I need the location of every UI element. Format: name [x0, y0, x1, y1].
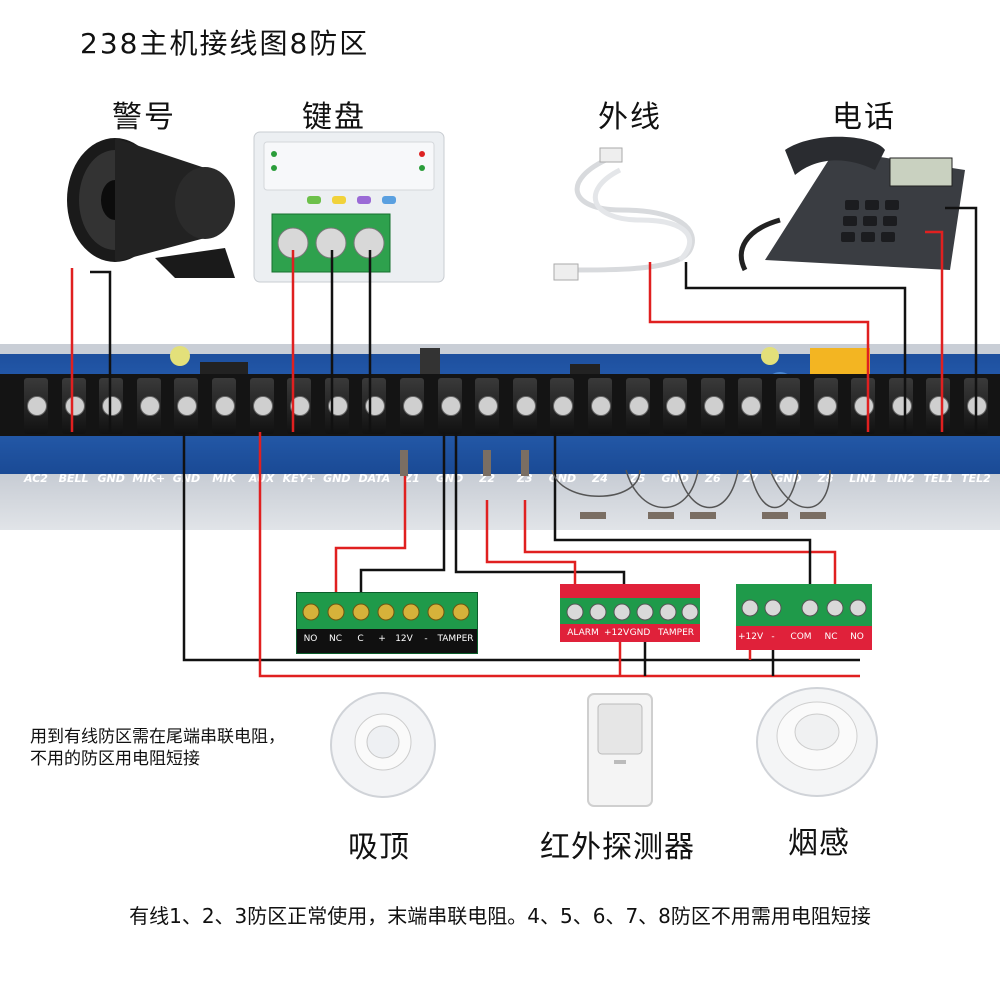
infrared-detector-label: 红外探测器: [540, 830, 695, 865]
terminal-label: Z7: [742, 472, 759, 485]
telephone-icon: [738, 136, 965, 272]
terminal-screw-gnd: [663, 378, 688, 434]
relay-terminal-labels: NO NC C +12V -TAMPER: [296, 632, 476, 652]
terminal-screw-z7: [738, 378, 763, 434]
terminal-screw-gnd: [776, 378, 800, 434]
block-terminal-label: +: [378, 634, 386, 644]
diagram-title: 238主机接线图8防区: [80, 27, 370, 60]
wiring-note: 用到有线防区需在尾端串联电阻，不用的防区用电阻短接: [30, 727, 285, 769]
terminal-label: KEY+: [282, 472, 316, 485]
block-terminal-label: 12V: [395, 634, 413, 644]
terminal-label: Z6: [704, 472, 721, 485]
terminal-screw-tel1: [926, 378, 951, 434]
terminal-label: TEL1: [923, 472, 954, 485]
terminal-label: LIN1: [849, 472, 878, 485]
relay-terminal-block: [296, 592, 478, 654]
terminal-label: GND: [97, 472, 125, 485]
block-terminal-label: NO: [850, 632, 864, 642]
terminal-screw-aux: [249, 378, 274, 434]
terminal-label: MIK+: [132, 472, 166, 485]
block-terminal-label: TAMPER: [657, 628, 695, 638]
terminal-screw-gnd: [437, 378, 462, 434]
terminal-screw-z8: [813, 378, 838, 434]
terminal-screw-keyplus: [287, 378, 312, 434]
terminal-strip: [0, 374, 1000, 438]
terminal-label: TEL2: [961, 472, 991, 485]
terminal-screw-z1: [400, 378, 424, 434]
telephone-label: 电话: [832, 100, 896, 135]
block-terminal-label: +12V: [738, 632, 764, 642]
block-terminal-label: ALARM: [567, 628, 599, 638]
terminal-label: DATA: [358, 472, 391, 485]
block-terminal-label: +12V: [604, 628, 630, 638]
block-terminal-label: -: [424, 634, 428, 644]
terminal-screw-lin2: [888, 378, 913, 434]
terminal-screw-gnd: [174, 378, 199, 434]
terminal-label: Z1: [404, 472, 420, 485]
terminal-screw-z3: [512, 378, 537, 434]
terminal-screw-z2: [475, 378, 500, 434]
terminal-screw-lin1: [851, 378, 876, 434]
terminal-label: GND: [323, 472, 351, 485]
terminal-label: Z4: [592, 472, 608, 485]
block-terminal-label: TAMPER: [437, 634, 474, 644]
terminal-label: AC2: [24, 472, 48, 485]
terminal-label: MIK: [212, 472, 236, 485]
footer-instruction: 有线1、2、3防区正常使用，末端串联电阻。4、5、6、7、8防区不用需用电阻短接: [129, 904, 871, 928]
block-terminal-label: NC: [328, 634, 343, 644]
block-terminal-label: C: [357, 634, 364, 644]
terminal-screw-z6: [700, 378, 725, 434]
terminal-label: BELL: [58, 472, 89, 485]
keypad-icon: [253, 131, 445, 283]
infrared-detector-icon: [587, 693, 653, 807]
block-terminal-label: NO: [303, 634, 318, 644]
terminal-screw-gnd: [550, 378, 575, 434]
terminal-label: AUX: [248, 472, 275, 485]
terminal-screw-z4: [588, 378, 612, 434]
ceiling-detector-icon: [330, 692, 436, 798]
terminal-screw-mikplus: [136, 378, 161, 434]
outside-line-label: 外线: [598, 100, 662, 135]
terminal-screw-z5: [625, 378, 650, 434]
terminal-screw-mik: [212, 378, 236, 434]
terminal-label: GND: [172, 472, 201, 485]
siren-icon: [67, 138, 235, 278]
terminal-screw-bell: [61, 378, 86, 434]
block-terminal-label: NC: [824, 632, 838, 642]
smoke-terminal-block: [736, 584, 872, 650]
block-terminal-label: -: [771, 632, 775, 642]
siren-label: 警号: [112, 100, 176, 135]
terminal-screw-ac2: [24, 378, 48, 434]
block-terminal-label: COM: [790, 632, 812, 642]
phone-cord-icon: [553, 147, 695, 281]
block-terminal-label: GND: [629, 628, 651, 638]
smoke-detector-label: 烟感: [788, 826, 850, 861]
smoke-terminal-labels: +12V- COM NC NO: [736, 630, 872, 648]
ceiling-detector-label: 吸顶: [348, 830, 410, 865]
terminal-label: LIN2: [886, 472, 915, 485]
keypad-label: 键盘: [302, 100, 366, 135]
smoke-detector-icon: [756, 687, 878, 797]
